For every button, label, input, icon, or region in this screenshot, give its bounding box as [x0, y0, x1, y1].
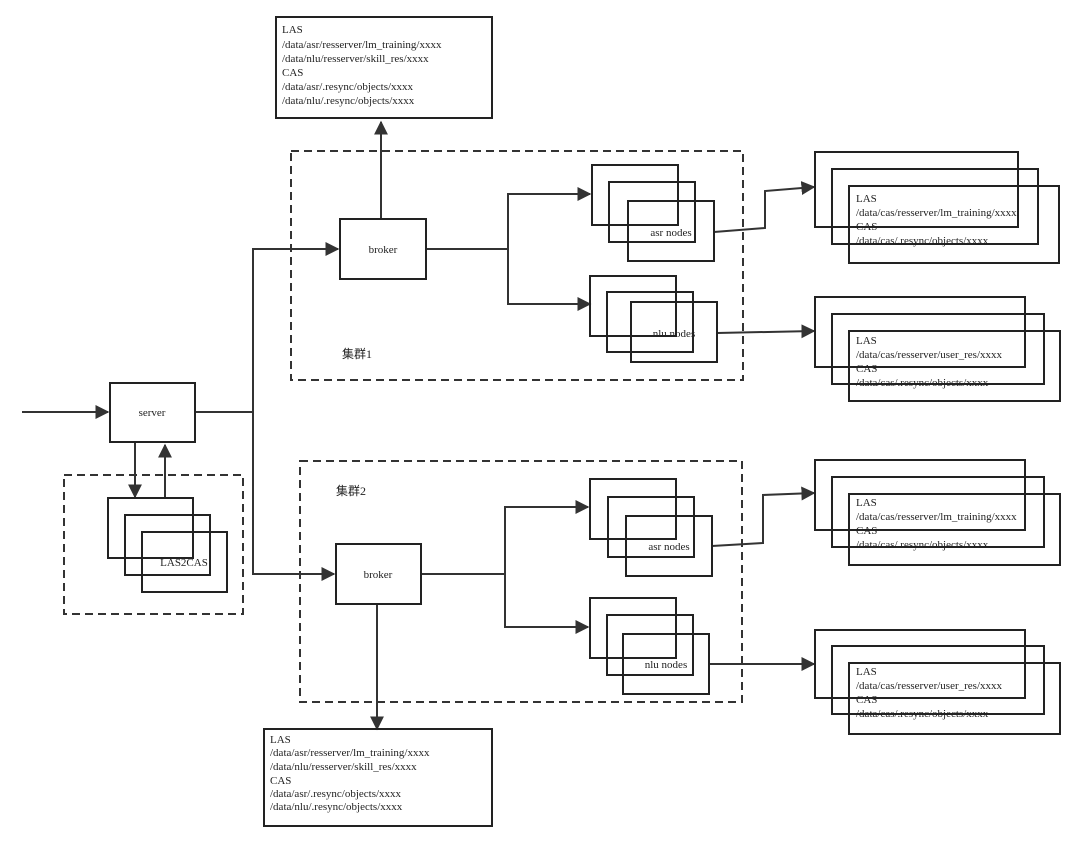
asr-store-1-line: /data/cas/resserver/lm_training/xxxx [856, 207, 1017, 219]
cluster1-label: 集群1 [342, 346, 372, 361]
storage-top-line: LAS [282, 24, 303, 36]
broker1-label: broker [369, 244, 398, 256]
nlu-store-1-line: /data/cas/.resync/objects/xxxx [856, 377, 989, 389]
nlu-store-2-line: /data/cas/resserver/user_res/xxxx [856, 680, 1002, 692]
nlu-nodes-1-stack: nlu nodes [589, 275, 718, 363]
storage-bottom-line: /data/nlu/resserver/skill_res/xxxx [270, 761, 417, 773]
edge-asr1-to-store [713, 181, 816, 233]
broker1-node: broker [339, 218, 427, 280]
asr-store-2: LAS /data/cas/resserver/lm_training/xxxx… [814, 459, 1061, 566]
storage-top-line: /data/asr/resserver/lm_training/xxxx [282, 39, 442, 51]
asr-store-1: LAS /data/cas/resserver/lm_training/xxxx… [814, 151, 1060, 264]
storage-top: LAS /data/asr/resserver/lm_training/xxxx… [275, 16, 493, 119]
storage-bottom: LAS /data/asr/resserver/lm_training/xxxx… [263, 728, 493, 827]
asr-store-1-line: CAS [856, 221, 877, 233]
nlu-nodes-2-stack: nlu nodes [589, 597, 710, 695]
storage-bottom-line: /data/asr/resserver/lm_training/xxxx [270, 747, 430, 759]
asr-store-1-line: LAS [856, 193, 877, 205]
edge-broker1-to-nlu [507, 249, 592, 311]
nlu-store-2-line: /data/cas/.resync/objects/xxxx [856, 708, 989, 720]
edge-server-to-broker2 [252, 412, 336, 581]
asr-store-1-line: /data/cas/.resync/objects/xxxx [856, 235, 989, 247]
nlu-store-1-line: /data/cas/resserver/user_res/xxxx [856, 349, 1002, 361]
las2cas-label: LAS2CAS [160, 557, 208, 569]
nlu-store-1: LAS /data/cas/resserver/user_res/xxxx CA… [814, 296, 1061, 402]
edge-broker1-to-asr [507, 187, 592, 249]
asr-nodes-1-label: asr nodes [650, 227, 691, 239]
edge-server-to-broker1 [252, 242, 340, 412]
cluster2-container [299, 460, 743, 703]
asr-nodes-2-stack: asr nodes [589, 478, 713, 577]
edge-nlu1-to-store [716, 324, 816, 339]
asr-store-2-line: LAS [856, 497, 877, 509]
nlu-store-2-line: LAS [856, 666, 877, 678]
storage-top-line: /data/nlu/resserver/skill_res/xxxx [282, 53, 429, 65]
storage-top-line: /data/asr/.resync/objects/xxxx [282, 81, 414, 93]
edge-broker2-to-asr [504, 500, 590, 574]
storage-bottom-line: CAS [270, 775, 291, 787]
broker2-label: broker [364, 569, 393, 581]
asr-store-2-line: CAS [856, 525, 877, 537]
asr-nodes-2-label: asr nodes [648, 541, 689, 553]
storage-top-line: /data/nlu/.resync/objects/xxxx [282, 95, 415, 107]
edge-broker2-to-nlu [504, 574, 590, 634]
server-node: server [109, 382, 196, 443]
server-label: server [139, 407, 166, 419]
nlu-store-2: LAS /data/cas/resserver/user_res/xxxx CA… [814, 629, 1061, 735]
las2cas-stack: LAS2CAS [107, 497, 228, 593]
storage-bottom-line: /data/nlu/.resync/objects/xxxx [270, 801, 403, 813]
edge-asr2-to-store [711, 486, 816, 547]
storage-bottom-line: LAS [270, 734, 291, 746]
nlu-store-1-line: CAS [856, 363, 877, 375]
nlu-nodes-2-label: nlu nodes [645, 659, 687, 671]
broker2-node: broker [335, 543, 422, 605]
asr-store-2-line: /data/cas/.resync/objects/xxxx [856, 539, 989, 551]
las2cas-container [63, 474, 244, 615]
cluster2-label: 集群2 [336, 483, 366, 498]
cluster1-container [290, 150, 744, 381]
storage-bottom-line: /data/asr/.resync/objects/xxxx [270, 788, 402, 800]
asr-store-2-line: /data/cas/resserver/lm_training/xxxx [856, 511, 1017, 523]
storage-top-line: CAS [282, 67, 303, 79]
nlu-store-2-line: CAS [856, 694, 877, 706]
nlu-nodes-1-label: nlu nodes [653, 328, 695, 340]
asr-nodes-1-stack: asr nodes [591, 164, 715, 262]
nlu-store-1-line: LAS [856, 335, 877, 347]
